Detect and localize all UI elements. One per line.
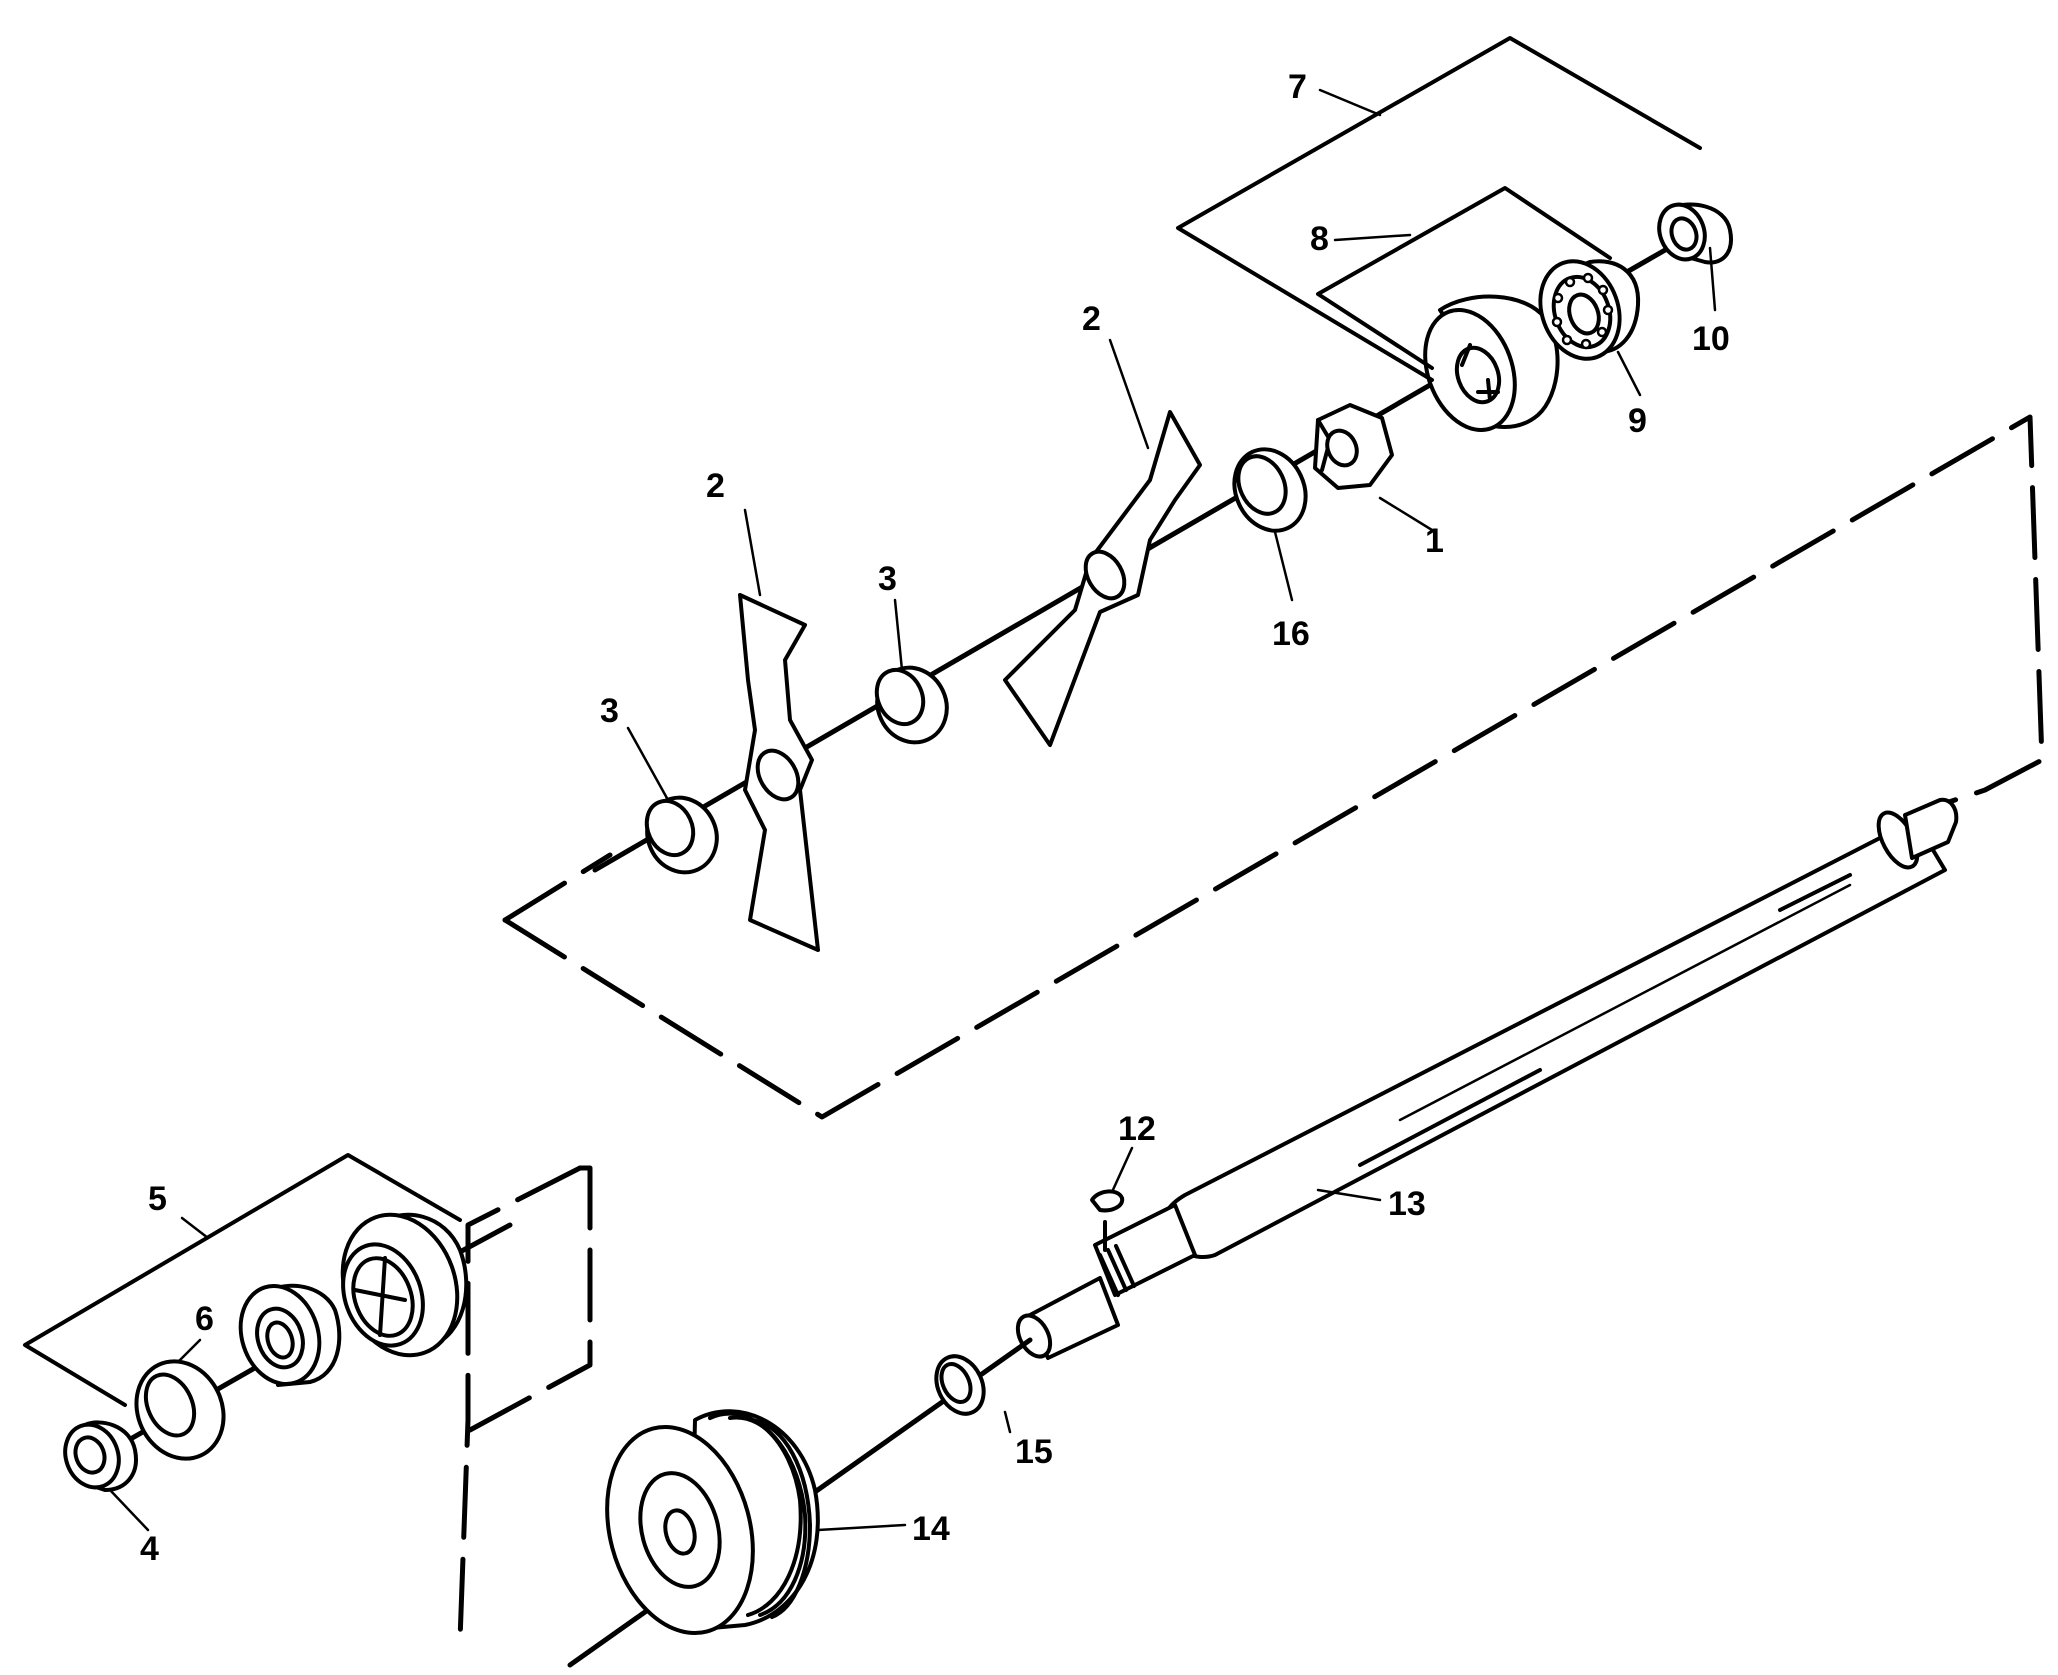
callout-10: 10 <box>1692 320 1730 358</box>
callout-8: 8 <box>1310 220 1329 258</box>
callout-12: 12 <box>1118 1110 1156 1148</box>
flanged-housing <box>340 1212 469 1358</box>
callout-14: 14 <box>912 1510 950 1548</box>
callout-labels: 1 2 2 3 3 4 5 6 7 8 9 10 12 13 14 15 16 <box>140 68 1730 1568</box>
callout-4: 4 <box>140 1530 159 1568</box>
spacer-left <box>644 795 719 875</box>
blade-right <box>1003 410 1202 747</box>
nut-1 <box>1313 403 1394 490</box>
ring-15 <box>934 1354 986 1416</box>
collar-4 <box>63 1420 138 1492</box>
bearing-housing <box>1423 294 1560 433</box>
pulley-14 <box>605 1409 820 1636</box>
bracket-5 <box>23 1153 462 1407</box>
collar-10 <box>1657 202 1733 265</box>
callout-3-middle: 3 <box>878 560 897 598</box>
callout-3-left: 3 <box>600 692 619 730</box>
callout-1: 1 <box>1425 522 1444 560</box>
callout-9: 9 <box>1628 402 1647 440</box>
callout-16: 16 <box>1272 615 1310 653</box>
callout-13: 13 <box>1388 1185 1426 1223</box>
washer-6 <box>134 1359 226 1461</box>
callout-2-right: 2 <box>1082 300 1101 338</box>
bracket-7 <box>1176 36 1702 382</box>
upper-dashed-boundary <box>502 414 2045 1120</box>
bracket-8 <box>1316 186 1612 370</box>
callout-5: 5 <box>148 1180 167 1218</box>
shaft-13 <box>1015 797 1959 1360</box>
callout-15: 15 <box>1015 1433 1053 1471</box>
callout-2-left: 2 <box>706 467 725 505</box>
callout-6: 6 <box>195 1300 214 1338</box>
lower-dashed-boundary <box>457 1165 593 1643</box>
callout-7: 7 <box>1288 68 1307 106</box>
spacer-middle <box>874 665 949 745</box>
blade-left <box>738 593 820 952</box>
ball-bearing-9 <box>1538 259 1641 361</box>
washer-16 <box>1232 447 1308 533</box>
leader-lines <box>108 88 1717 1532</box>
bearing-lower <box>238 1283 342 1387</box>
key-12 <box>1090 1189 1125 1213</box>
